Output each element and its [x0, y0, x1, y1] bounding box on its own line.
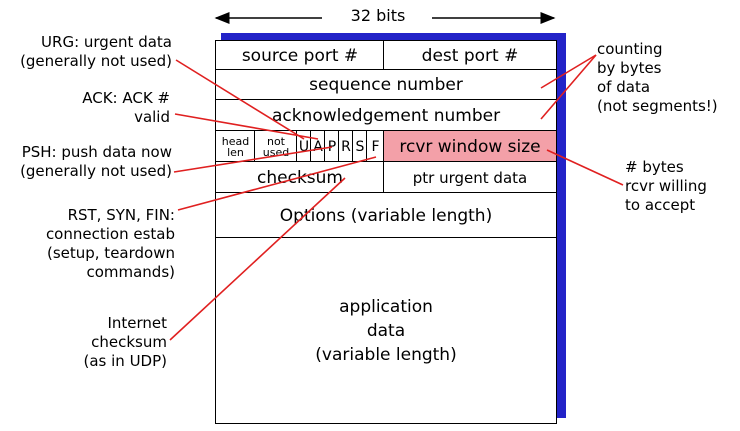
urgent-pointer-field: ptr urgent data — [383, 161, 557, 194]
ack-leader — [174, 113, 319, 140]
counting-leader-2 — [540, 54, 597, 120]
checksum-leader — [169, 177, 346, 341]
ack-line-2: valid — [134, 108, 170, 126]
head-len-line-2: len — [227, 145, 244, 159]
sequence-number-field: sequence number — [215, 69, 557, 101]
counting-line-1: counting — [597, 40, 663, 58]
checksum-ann-line-1: Internet — [107, 314, 167, 332]
bytes-leader — [546, 149, 624, 186]
bytes-rcvr-annotation: # bytes rcvr willing to accept — [625, 158, 740, 215]
checksum-ann-line-2: checksum — [91, 333, 167, 351]
app-data-line-2: data — [366, 320, 406, 341]
not-used-line-2: used — [262, 145, 290, 159]
counting-annotation: counting by bytes of data (not segments!… — [597, 40, 740, 116]
rcvr-window-field: rcvr window size — [383, 130, 557, 163]
internet-checksum-annotation: Internet checksum (as in UDP) — [0, 314, 168, 371]
app-data-line-1: application — [339, 296, 433, 317]
psh-line-1: PSH: push data now — [21, 143, 172, 161]
rst-line-3: (setup, teardown — [46, 244, 175, 262]
options-field: Options (variable length) — [215, 192, 557, 239]
application-data-field: application data (variable length) — [215, 237, 557, 424]
ack-line-1: ACK: ACK # — [82, 89, 170, 107]
bytes-line-2: rcvr willing — [625, 177, 707, 195]
not-used-line-1: not — [266, 134, 285, 148]
counting-line-3: of data — [597, 78, 651, 96]
urg-line-2: (generally not used) — [20, 52, 172, 70]
checksum-ann-line-3: (as in UDP) — [83, 352, 168, 370]
rst-line-1: RST, SYN, FIN: — [67, 206, 175, 224]
rst-line-2: connection estab — [45, 225, 175, 243]
dest-port-field: dest port # — [383, 40, 557, 71]
app-data-line-3: (variable length) — [315, 344, 457, 365]
ack-annotation: ACK: ACK # valid — [0, 89, 170, 127]
ack-number-field: acknowledgement number — [215, 99, 557, 132]
counting-line-2: by bytes — [597, 59, 662, 77]
urg-annotation: URG: urgent data (generally not used) — [0, 33, 172, 71]
psh-leader — [173, 146, 333, 173]
rst-line-4: commands) — [86, 263, 175, 281]
bytes-line-1: # bytes — [625, 158, 684, 176]
source-port-field: source port # — [215, 40, 385, 71]
urg-line-1: URG: urgent data — [41, 33, 172, 51]
psh-annotation: PSH: push data now (generally not used) — [0, 143, 172, 181]
rst-leader — [177, 156, 377, 211]
head-len-line-1: head — [221, 134, 250, 148]
urg-leader — [175, 59, 305, 140]
counting-line-4: (not segments!) — [597, 97, 718, 115]
counting-leader-1 — [540, 54, 597, 89]
psh-line-2: (generally not used) — [20, 162, 172, 180]
bytes-line-3: to accept — [625, 196, 696, 214]
rst-syn-fin-annotation: RST, SYN, FIN: connection estab (setup, … — [0, 206, 175, 282]
width-label: 32 bits — [350, 6, 406, 25]
